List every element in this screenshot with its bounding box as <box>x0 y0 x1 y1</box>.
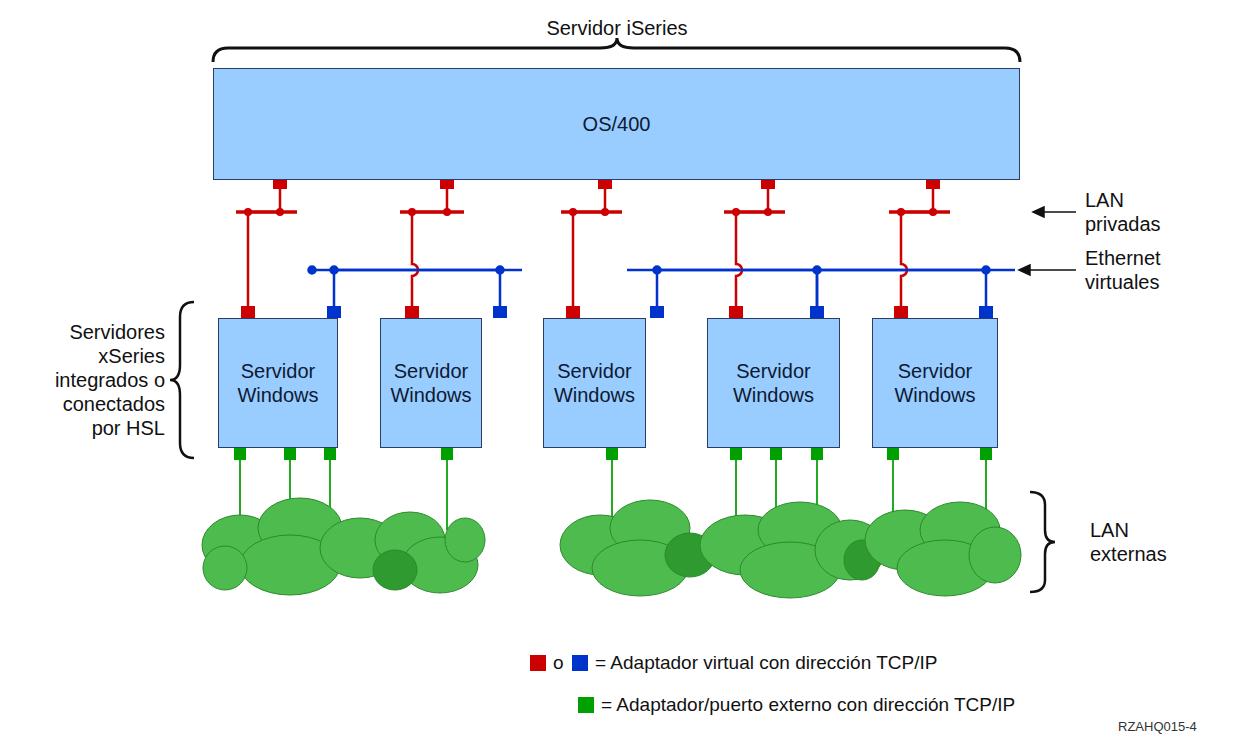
virtual-adapter <box>566 306 580 318</box>
connector <box>400 180 464 318</box>
connector <box>810 270 993 318</box>
server-group-label: Servidores xSeries integrados o conectad… <box>37 320 165 440</box>
legend-swatch <box>530 655 546 671</box>
virtual-adapter <box>650 306 664 318</box>
lan-dot <box>897 208 905 216</box>
connector <box>561 180 622 318</box>
virtual-ethernet <box>817 270 986 318</box>
lan-dot <box>244 208 252 216</box>
node-text: OS/400 <box>583 112 651 136</box>
brace <box>213 38 1020 62</box>
private-lan <box>248 180 280 318</box>
node-text: Servidor Windows <box>714 359 833 407</box>
connector <box>889 180 950 318</box>
connector <box>236 180 297 318</box>
os-box: OS/400 <box>213 68 1020 180</box>
virtual-adapter <box>598 180 612 189</box>
lan-label: LAN externas <box>1090 518 1190 566</box>
connector <box>650 270 824 318</box>
lan-cloud <box>202 498 1021 598</box>
virtual-adapter <box>810 306 824 318</box>
legend-swatch <box>578 697 594 713</box>
legend-swatch <box>572 655 588 671</box>
brace <box>1030 492 1055 592</box>
connector <box>724 180 785 318</box>
lan-dot <box>443 208 451 216</box>
private-lan <box>901 180 933 318</box>
virtual-adapter <box>926 180 940 189</box>
virtual-adapter <box>761 180 775 189</box>
server-box: Servidor Windows <box>543 318 646 448</box>
external-port <box>234 448 992 460</box>
private-lan <box>573 180 605 318</box>
node-text: Servidor Windows <box>550 359 639 407</box>
lan-dot <box>732 208 740 216</box>
virtual-ethernet <box>334 270 500 318</box>
virtual-adapter <box>440 180 454 189</box>
server-box: Servidor Windows <box>218 318 338 448</box>
server-box: Servidor Windows <box>380 318 482 448</box>
lan-dot <box>601 208 609 216</box>
connector <box>327 270 507 318</box>
virtual-adapter <box>979 306 993 318</box>
server-box: Servidor Windows <box>872 318 998 448</box>
virtual-adapter <box>241 306 255 318</box>
lan-dot <box>408 208 416 216</box>
virtual-adapter <box>493 306 507 318</box>
virtual-adapter <box>405 306 419 318</box>
legend-text: = Adaptador virtual con dirección TCP/IP <box>595 652 937 674</box>
lan-dot <box>764 208 772 216</box>
virtual-adapter <box>810 306 824 318</box>
virtual-ethernet <box>657 270 817 318</box>
node-text: Servidor Windows <box>225 359 331 407</box>
figure-code: RZAHQ015-4 <box>1118 719 1230 735</box>
lan-label: LAN privadas <box>1085 188 1185 236</box>
virtual-adapter <box>894 306 908 318</box>
private-lan <box>412 180 447 318</box>
pointer-arrow <box>1019 207 1076 275</box>
legend-entry: = Adaptador virtual con dirección TCP/IP <box>572 652 945 674</box>
private-lan <box>736 180 768 318</box>
virtual-adapter <box>327 306 341 318</box>
lan-dot <box>276 208 284 216</box>
server-box: Servidor Windows <box>707 318 840 448</box>
virtual-adapter <box>729 306 743 318</box>
ethernet-label: Ethernet virtuales <box>1085 246 1195 294</box>
lan-dot <box>569 208 577 216</box>
brace <box>170 302 194 458</box>
node-text: Servidor Windows <box>387 359 475 407</box>
legend-entry: = Adaptador/puerto externo con dirección… <box>578 694 1023 716</box>
legend-text: o <box>553 652 564 674</box>
legend-text: = Adaptador/puerto externo con dirección… <box>601 694 1015 716</box>
virtual-adapter <box>273 180 287 189</box>
node-text: Servidor Windows <box>879 359 991 407</box>
diagram-title: Servidor iSeries <box>546 17 687 40</box>
legend-entry: o <box>530 652 572 674</box>
lan-dot <box>929 208 937 216</box>
